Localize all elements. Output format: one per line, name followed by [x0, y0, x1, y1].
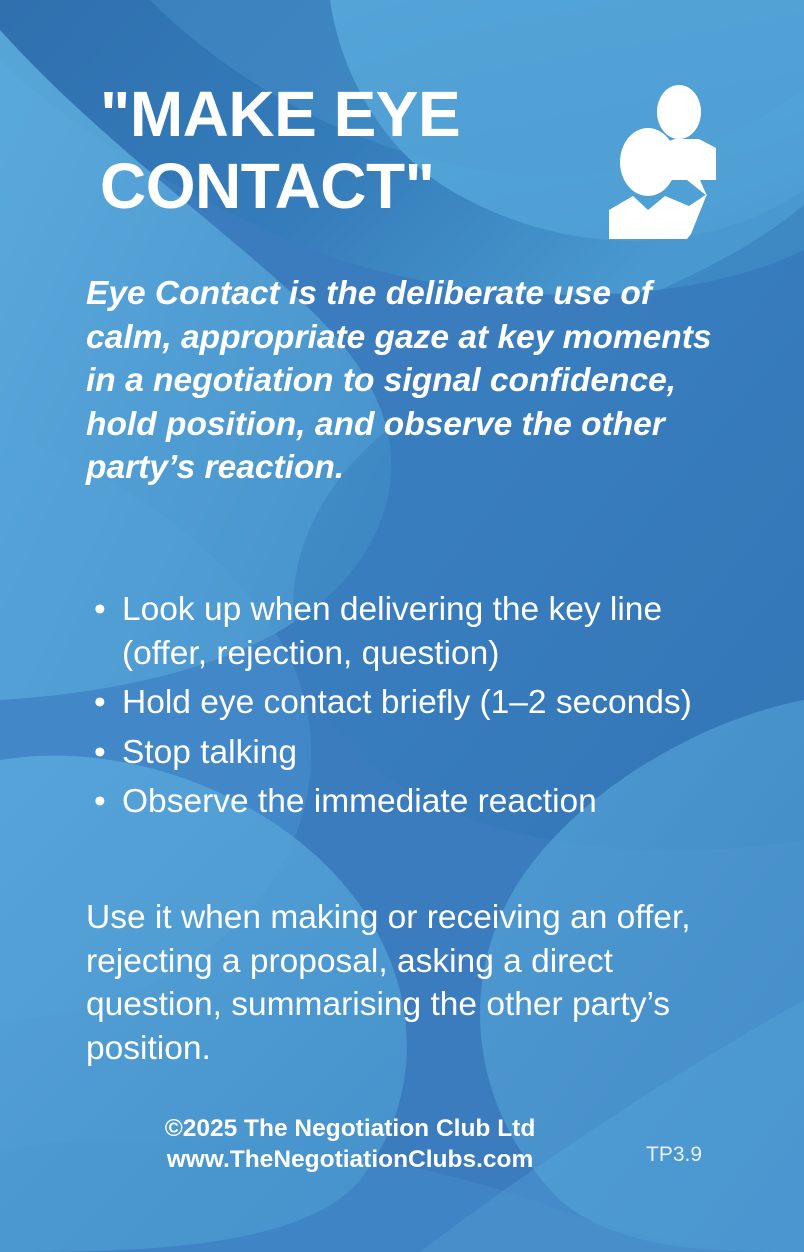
tactic-bullet-list: Look up when delivering the key line (of… [86, 588, 746, 830]
list-item: Observe the immediate reaction [86, 780, 746, 824]
page-title: "MAKE EYE CONTACT" [100, 78, 461, 223]
usage-text: Use it when making or receiving an offer… [86, 899, 691, 1067]
list-item: Stop talking [86, 731, 746, 775]
copyright-block: ©2025 The Negotiation Club Ltd www.TheNe… [0, 1114, 700, 1176]
card-footer: ©2025 The Negotiation Club Ltd www.TheNe… [0, 1114, 804, 1194]
definition-text: Eye Contact is the deliberate use of cal… [86, 275, 712, 487]
list-item: Hold eye contact briefly (1–2 seconds) [86, 681, 746, 725]
card-code: TP3.9 [646, 1143, 703, 1166]
list-item: Look up when delivering the key line (of… [86, 588, 746, 675]
website-line: www.TheNegotiationClubs.com [166, 1145, 534, 1173]
copyright-line: ©2025 The Negotiation Club Ltd [164, 1115, 536, 1142]
card-header: "MAKE EYE CONTACT" [0, 78, 804, 253]
two-people-conversation-icon [603, 84, 728, 244]
